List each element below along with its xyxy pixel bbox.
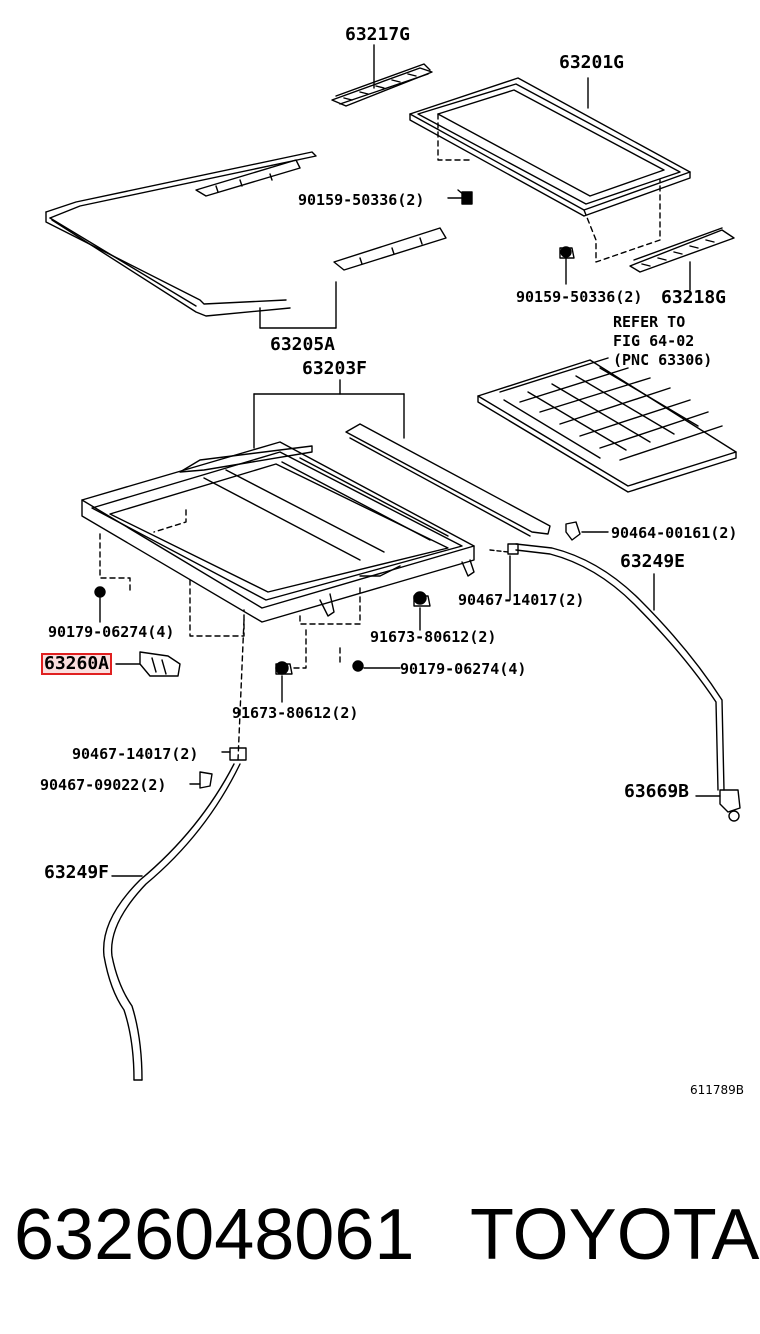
- part-63205a-drawing: [45, 151, 447, 329]
- brand-name: TOYOTA: [470, 1195, 760, 1275]
- label-63669b[interactable]: 63669B: [624, 781, 690, 802]
- exploded-view-drawing: [45, 44, 741, 1081]
- label-90464-00161[interactable]: 90464-00161(2): [611, 524, 738, 542]
- screw-90159-drawing: [447, 197, 575, 285]
- label-90179-06274-b[interactable]: 90179-06274(4): [400, 660, 527, 678]
- label-91673-80612-a[interactable]: 91673-80612(2): [370, 628, 497, 646]
- part-63249f-drawing: [102, 747, 247, 1081]
- part-63217g-drawing: [331, 44, 433, 107]
- refer-note-line-1: REFER TO: [613, 313, 686, 331]
- label-90159-50336-a[interactable]: 90159-50336(2): [298, 191, 425, 209]
- label-63260a-highlighted[interactable]: 63260A: [41, 653, 113, 675]
- footer-caption: 6326048061 TOYOTA: [0, 1190, 760, 1280]
- part-63201g-drawing: [409, 77, 691, 263]
- label-63203f[interactable]: 63203F: [302, 358, 368, 379]
- refer-note-line-2: FIG 64-02: [613, 332, 695, 350]
- label-90159-50336-b[interactable]: 90159-50336(2): [516, 288, 643, 306]
- label-63201g[interactable]: 63201G: [559, 52, 625, 73]
- label-91673-80612-b[interactable]: 91673-80612(2): [232, 704, 359, 722]
- part-63260a-drawing: [115, 651, 181, 677]
- label-90179-06274-a[interactable]: 90179-06274(4): [48, 623, 175, 641]
- label-63218g[interactable]: 63218G: [661, 287, 727, 308]
- part-63218g-drawing: [629, 227, 735, 291]
- label-63217g[interactable]: 63217G: [345, 24, 411, 45]
- part-number: 6326048061: [14, 1195, 415, 1275]
- label-90467-14017-b[interactable]: 90467-14017(2): [72, 745, 199, 763]
- sunshade-panel-drawing: [477, 357, 737, 493]
- fasteners-drawing: [94, 586, 431, 761]
- figure-number: 611789B: [690, 1083, 745, 1097]
- part-63249e-drawing: [489, 521, 741, 822]
- part-63203f-drawing: [81, 379, 551, 637]
- label-63205a[interactable]: 63205A: [270, 334, 336, 355]
- label-63249f[interactable]: 63249F: [44, 862, 110, 883]
- parts-diagram: 63217G 63201G 90159-50336(2) 90159-50336…: [40, 24, 745, 1098]
- refer-note-line-3: (PNC 63306): [613, 351, 713, 369]
- label-63249e[interactable]: 63249E: [620, 551, 686, 572]
- label-90467-09022[interactable]: 90467-09022(2): [40, 776, 167, 794]
- label-90467-14017-a[interactable]: 90467-14017(2): [458, 591, 585, 609]
